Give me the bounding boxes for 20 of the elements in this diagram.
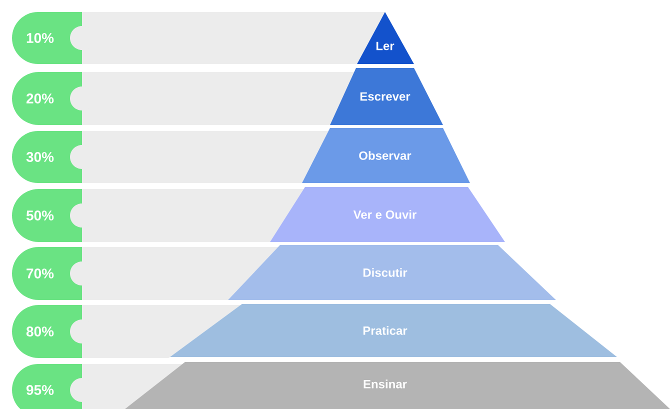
pyramid-tier: Ver e Ouvir bbox=[270, 187, 505, 242]
pyramid-tier: Observar bbox=[302, 128, 470, 183]
percentage-bar: 50% bbox=[12, 189, 304, 242]
pyramid-tier: Escrever bbox=[330, 68, 443, 125]
node-label: 95% bbox=[26, 385, 54, 395]
pyramid-tier: Praticar bbox=[170, 304, 617, 357]
percentage-bar: 20% bbox=[12, 72, 354, 125]
pyramid-tier: Ler bbox=[357, 12, 414, 64]
pyramid-tier: Discutir bbox=[228, 245, 556, 300]
node-label: 30% bbox=[26, 152, 54, 162]
node-label: 50% bbox=[26, 210, 54, 220]
node-label: 70% bbox=[26, 268, 54, 278]
pyramid-tier: Ensinar bbox=[125, 362, 670, 409]
percentage-bar: 80% bbox=[12, 305, 241, 358]
node-label: 80% bbox=[26, 326, 54, 336]
percentage-bar: 30% bbox=[12, 131, 328, 183]
percentage-bar: 95% bbox=[12, 364, 182, 409]
node-label: 10% bbox=[26, 33, 54, 43]
percentage-bar: 70% bbox=[12, 247, 278, 300]
node-label: 20% bbox=[26, 94, 54, 104]
